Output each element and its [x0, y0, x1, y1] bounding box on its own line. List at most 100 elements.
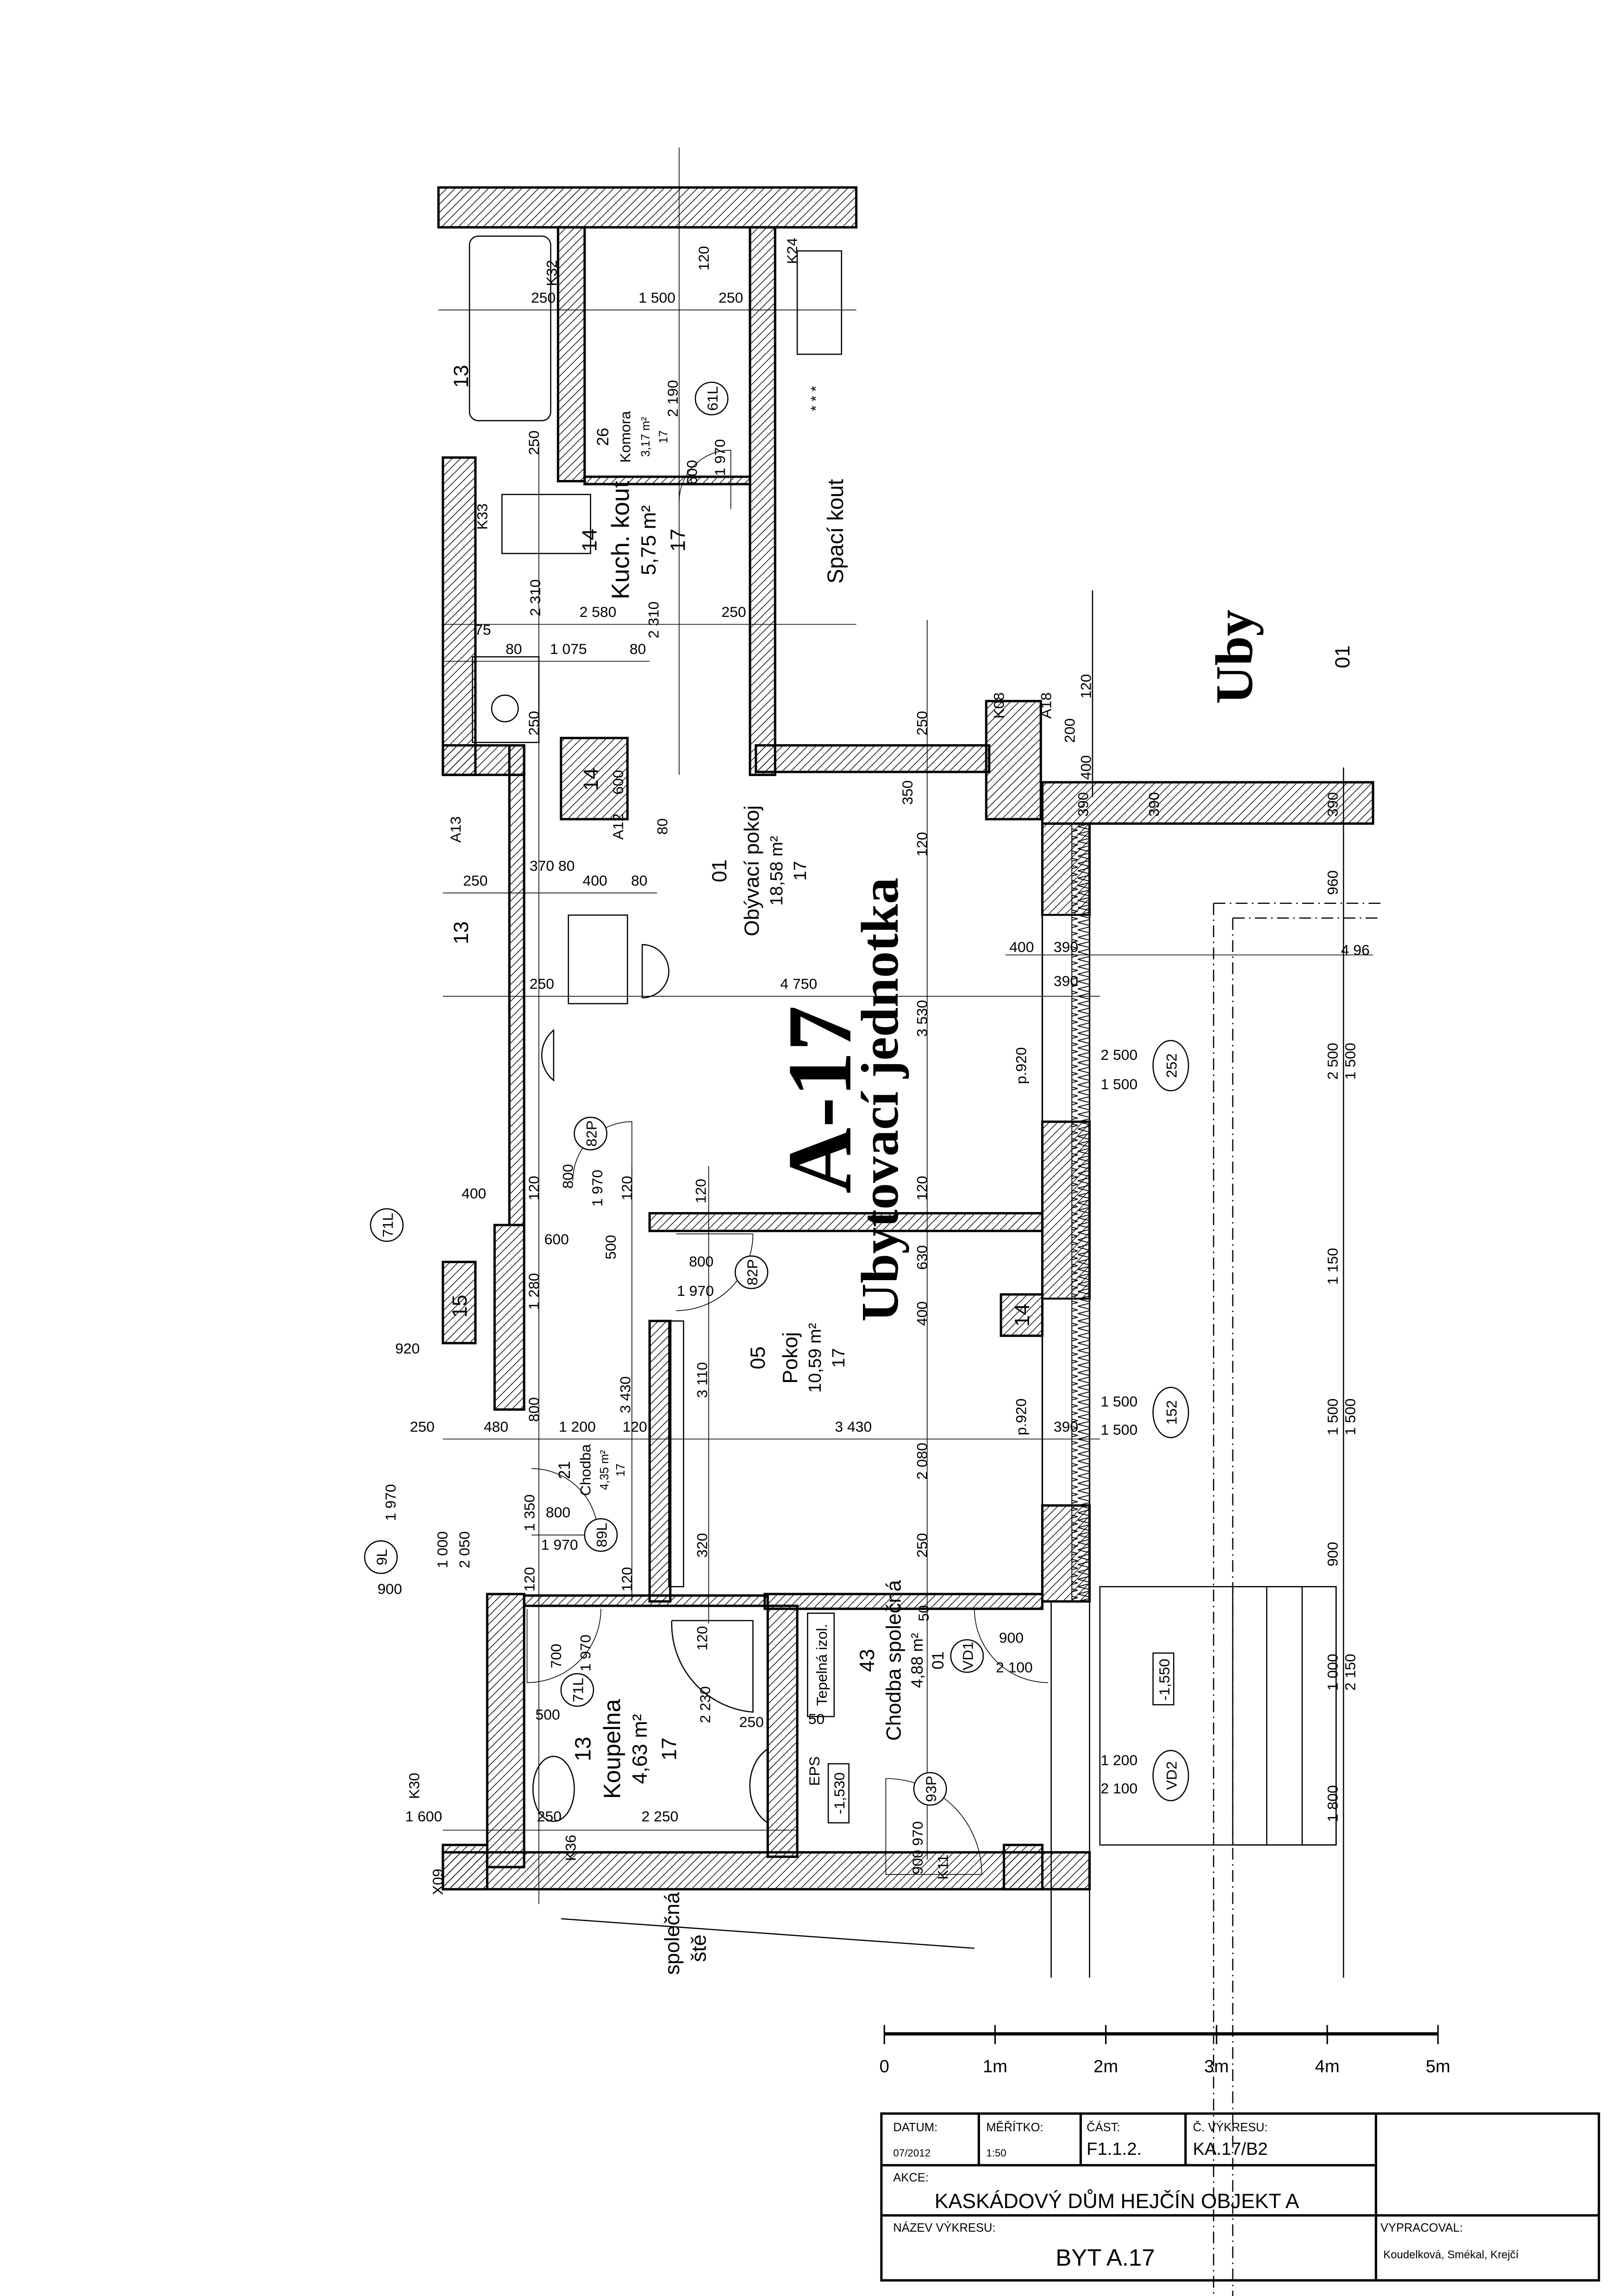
- column-15-bottom: [442, 1843, 488, 1891]
- neighbor-unit-partial: Uby: [1205, 610, 1263, 704]
- door-tag: 71L: [370, 1208, 404, 1242]
- wall-komora-bottom: [583, 475, 751, 485]
- dimension-label: 390: [1074, 792, 1091, 816]
- label-eps: EPS: [806, 1756, 823, 1786]
- scale-tick-label: 1m: [983, 2057, 1007, 2077]
- wall-bathroom-right: [766, 1605, 799, 1858]
- dimension-label: 250: [718, 289, 743, 306]
- room-number: 21: [556, 1461, 574, 1479]
- label-k11: K11: [934, 1854, 951, 1879]
- label-col-14b: 14: [1011, 1304, 1034, 1327]
- dimension-label: 250: [914, 1533, 931, 1557]
- entrance-landing: [1099, 1586, 1337, 1846]
- date-value: 07/2012: [893, 2147, 931, 2159]
- dimension-label: 2 150: [1342, 1654, 1359, 1691]
- door-tag: 82P: [734, 1255, 768, 1289]
- dimension-label: 3 430: [835, 1418, 872, 1435]
- label-stars: * * *: [807, 386, 824, 411]
- wall-bottom: [442, 1851, 1091, 1891]
- wall-balcony-top: [1041, 781, 1374, 825]
- dimension-label: 1 970: [577, 1635, 594, 1672]
- dimension-label: 120: [914, 832, 931, 857]
- label-k08: K08: [991, 692, 1007, 719]
- dimension-label: 75: [475, 621, 491, 638]
- pillar-top: [985, 700, 1042, 821]
- door-tag-label: VD2: [1163, 1761, 1180, 1790]
- dimension-label: 250: [531, 289, 556, 306]
- room-floor: 17: [614, 1463, 627, 1476]
- label-level-2: -1,550: [1156, 1659, 1173, 1700]
- room-floor: 01: [929, 1651, 947, 1669]
- door-tag: 9L: [364, 1540, 398, 1574]
- room-number: 13: [571, 1736, 596, 1761]
- door-tag: 71L: [560, 1673, 594, 1707]
- dimension-label: 1 800: [1324, 1785, 1341, 1822]
- door-tag-circle: [1152, 1040, 1189, 1092]
- dimension-label: 400: [1078, 755, 1094, 780]
- room-number: 01: [708, 859, 731, 883]
- dimension-label: 800: [559, 1164, 576, 1188]
- room-koupelna: 13 Koupelna 4,63 m² 17: [571, 1699, 681, 1799]
- dimension-label: 4 96: [1341, 941, 1370, 958]
- room-area: 4,35 m²: [598, 1450, 611, 1490]
- part-label: ČÁST:: [1087, 2121, 1120, 2134]
- dimension-label: 390: [1054, 972, 1078, 989]
- scale-tick-label: 0: [880, 2057, 889, 2077]
- dimension-label: 600: [683, 460, 700, 485]
- dimension-label: 960: [1324, 871, 1341, 895]
- dimension-label: 800: [525, 1397, 542, 1422]
- dimension-label: 120: [914, 1176, 931, 1201]
- scale-tick-label: 4m: [1315, 2057, 1339, 2077]
- room-name: Obývací pokoj: [741, 805, 763, 936]
- door-tag-circle: [913, 1772, 947, 1806]
- wall-bathroom-left: [486, 1593, 525, 1868]
- room-number: 26: [594, 428, 612, 446]
- dimension-label: 3 530: [914, 1000, 931, 1037]
- dimension-label: 250: [525, 711, 542, 735]
- misc-labels: K32 K24 K33 A13 A12 K08 A18 K30 K36 K11 …: [406, 238, 1174, 1895]
- dimension-label: 120: [694, 1626, 711, 1650]
- dimension-label: 320: [694, 1533, 711, 1557]
- dimension-lines: [438, 147, 1373, 1904]
- door-tag: 61L: [694, 381, 729, 416]
- wardrobe: [668, 1320, 684, 1587]
- door-tag-circle: [584, 1518, 618, 1552]
- door-tag-label: VD1: [960, 1642, 976, 1670]
- dimension-label: 80: [630, 641, 646, 657]
- dimension-label: 250: [410, 1418, 434, 1435]
- date-label: DATUM:: [893, 2121, 937, 2134]
- dimension-label: 500: [602, 1235, 619, 1259]
- author-label: VYPRACOVAL:: [1380, 2221, 1463, 2234]
- room-name: Chodba: [577, 1444, 594, 1496]
- dimension-label: p.920: [1012, 1047, 1029, 1084]
- door-tag: 252: [1152, 1040, 1189, 1092]
- dimension-label: 80: [654, 818, 670, 834]
- dimension-label: 3 110: [694, 1362, 711, 1398]
- dimension-label: 250: [914, 711, 931, 735]
- dimension-label: 120: [618, 1176, 635, 1201]
- dimension-label: 1 970: [382, 1484, 399, 1521]
- room-floor: 17: [658, 1737, 681, 1761]
- bathtub: [468, 236, 551, 422]
- dimension-label: 2 500: [1100, 1046, 1137, 1063]
- label-k32: K32: [543, 260, 560, 286]
- dimension-label: 1 970: [589, 1170, 606, 1207]
- dimension-label: 120: [623, 1418, 647, 1435]
- dimension-label: 120: [618, 1567, 635, 1592]
- door-tag-label: 71L: [570, 1678, 587, 1702]
- dimension-label: 1 500: [1324, 1399, 1341, 1436]
- door-tag-label: 71L: [379, 1213, 396, 1237]
- column-14-kitchen: [560, 737, 629, 821]
- dimension-label: 700: [548, 1644, 564, 1668]
- kitchen-sink: [501, 494, 591, 554]
- dimension-label: 1 075: [550, 641, 587, 657]
- project-value: KASKÁDOVÝ DŮM HEJČÍN OBJEKT A: [935, 2189, 1299, 2213]
- dimension-label: 250: [537, 1808, 562, 1824]
- neighbor-bottom-partial: společná: [661, 1892, 684, 1975]
- dimension-label: 250: [525, 430, 542, 455]
- table-semicircle: [641, 944, 669, 999]
- room-name: Chodba společná: [882, 1580, 905, 1741]
- dimension-label: 80: [631, 872, 647, 889]
